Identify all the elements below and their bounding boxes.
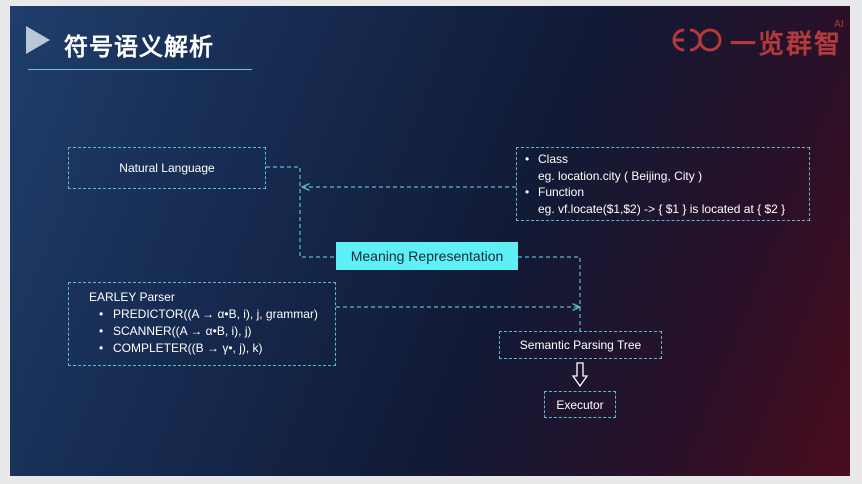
logo-mark-icon [672, 28, 722, 52]
page-title: 符号语义解析 [64, 33, 214, 61]
nl-to-meaning-connector [266, 166, 336, 258]
executor-box: Executor [544, 391, 616, 418]
earley-item-completer: COMPLETER((B → γ•, j), k) [89, 340, 335, 357]
class-function-box: Class eg. location.city ( Beijing, City … [516, 147, 810, 221]
earley-item-scanner: SCANNER((A → α•B, i), j) [89, 323, 335, 340]
earley-item-predictor: PREDICTOR((A → α•B, i), j, grammar) [89, 306, 335, 323]
down-arrow-icon [571, 362, 589, 388]
class-item: Class [525, 151, 809, 168]
play-icon [26, 26, 50, 54]
logo-superscript: AI [834, 19, 844, 30]
earley-parser-box: EARLEY Parser PREDICTOR((A → α•B, i), j,… [68, 282, 336, 366]
logo-text: 一览群智 [730, 30, 843, 60]
meaning-to-tree-connector [518, 256, 581, 331]
semantic-parsing-tree-box: Semantic Parsing Tree [499, 331, 662, 359]
function-item: Function [525, 184, 809, 201]
natural-language-box: Natural Language [68, 147, 266, 189]
slide: 符号语义解析 一览群智 AI Natural Language [10, 6, 850, 476]
class-example: eg. location.city ( Beijing, City ) [538, 168, 703, 183]
earley-title: EARLEY Parser [89, 290, 175, 304]
title-underline [28, 69, 252, 70]
meaning-representation-box: Meaning Representation [336, 242, 518, 270]
function-example: eg. vf.locate($1,$2) -> { $1 } is locate… [538, 201, 786, 216]
connector-lines [266, 166, 850, 331]
